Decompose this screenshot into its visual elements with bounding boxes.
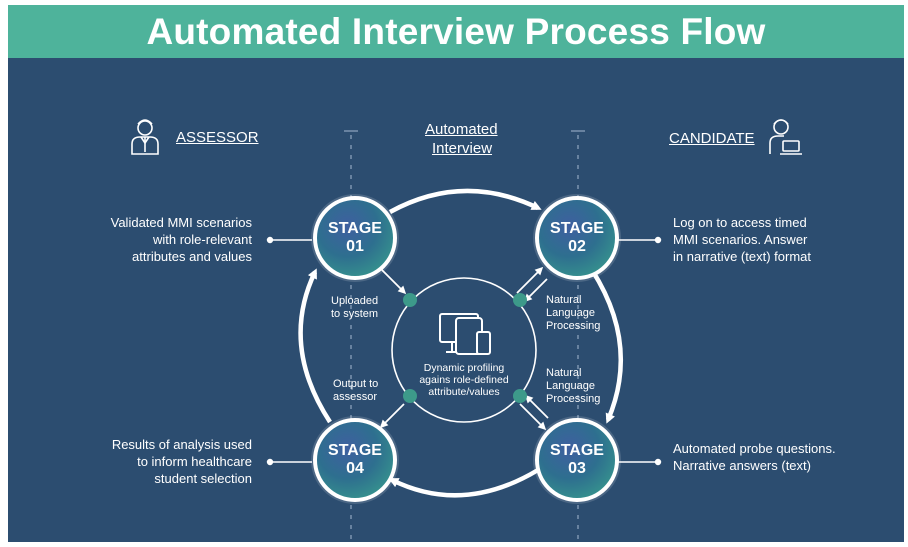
label-line: agains role-defined (419, 374, 509, 386)
output-label: Output to assessor (333, 378, 393, 404)
description-line: MMI scenarios. Answer (673, 232, 808, 247)
description-line: Results of analysis used (111, 437, 252, 452)
label-line: attribute/values (428, 386, 500, 398)
stage-03: STAGE 03 (535, 418, 619, 502)
page-title: Automated Interview Process Flow (146, 10, 766, 52)
stage-word: STAGE (550, 220, 604, 237)
label-line: to system (331, 308, 379, 320)
uploaded-label: Uploaded to system (331, 295, 391, 321)
description-line: Validated MMI scenarios (110, 215, 252, 230)
candidate-laptop-icon (769, 119, 802, 155)
stage-number: 02 (568, 238, 586, 255)
label-line: Processing (546, 320, 601, 332)
stage-number: 03 (568, 460, 586, 477)
stage-04: STAGE 04 (313, 418, 397, 502)
description-line: to inform healthcare (137, 454, 252, 469)
label-line: Uploaded (331, 295, 379, 307)
label-line: Output to (333, 378, 379, 390)
automated-heading-line1: Automated (425, 121, 498, 138)
stage1-description: Validated MMI scenarios with role-releva… (60, 214, 252, 265)
title-banner: Automated Interview Process Flow (8, 5, 904, 58)
candidate-heading: CANDIDATE (669, 130, 755, 147)
stage4-description: Results of analysis used to inform healt… (60, 436, 252, 487)
description-line: with role-relevant (153, 232, 252, 247)
pointer-lines (266, 236, 662, 466)
label-line: Natural (546, 367, 582, 379)
stage-word: STAGE (328, 442, 382, 459)
column-guides (350, 135, 579, 540)
label-line: Language (546, 307, 595, 319)
label-line: assessor (333, 391, 378, 403)
center-circle (391, 277, 537, 423)
label-line: Dynamic profiling (423, 362, 505, 374)
stage-01: STAGE 01 (313, 196, 397, 280)
description-line: in narrative (text) format (673, 249, 811, 264)
label-line: Processing (546, 393, 601, 405)
stage3-description: Automated probe questions. Narrative ans… (673, 440, 883, 474)
stage-word: STAGE (550, 442, 604, 459)
label-line: Language (546, 380, 595, 392)
description-line: student selection (154, 471, 252, 486)
devices-icon (439, 313, 491, 355)
assessor-person-icon (131, 119, 159, 155)
nlp-bottom-label: Natural Language Processing (546, 367, 616, 406)
label-line: Natural (546, 294, 582, 306)
cycle-arrows (298, 188, 624, 498)
core-label: Dynamic profiling agains role-defined at… (412, 362, 516, 398)
description-line: Narrative answers (text) (673, 458, 811, 473)
stage-02: STAGE 02 (535, 196, 619, 280)
stage-number: 04 (346, 460, 364, 477)
description-line: Log on to access timed (673, 215, 807, 230)
description-line: Automated probe questions. (673, 441, 836, 456)
automated-heading-line2: Interview (432, 140, 493, 157)
assessor-heading: ASSESSOR (176, 129, 259, 146)
stage-word: STAGE (328, 220, 382, 237)
nlp-top-label: Natural Language Processing (546, 294, 616, 333)
connector-arrows (379, 266, 549, 431)
connector-nodes (403, 293, 527, 403)
stage2-description: Log on to access timed MMI scenarios. An… (673, 214, 873, 265)
description-line: attributes and values (132, 249, 252, 264)
diagram-panel (8, 58, 904, 542)
stage-number: 01 (346, 238, 364, 255)
